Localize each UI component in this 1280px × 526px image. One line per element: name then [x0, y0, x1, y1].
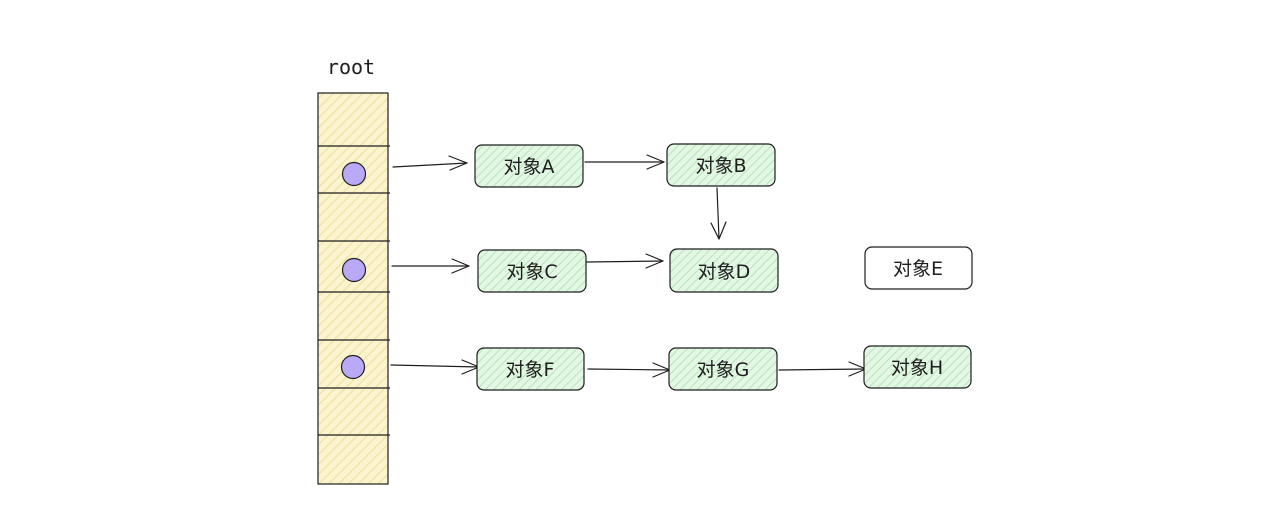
edge-b-to-d — [710, 187, 727, 240]
edge-f-to-g — [587, 362, 671, 378]
object-node-c: 对象C — [477, 249, 587, 293]
object-node-label: 对象A — [504, 156, 555, 178]
edge-root-to-a — [392, 155, 468, 171]
object-node-label: 对象D — [698, 261, 751, 283]
object-node-a: 对象A — [474, 144, 584, 188]
object-node-h: 对象H — [863, 345, 972, 389]
root-array-frame — [317, 92, 389, 485]
root-label: root — [327, 55, 375, 79]
edges — [390, 154, 867, 378]
object-node-f: 对象F — [476, 347, 585, 391]
root-pointer-5 — [340, 354, 366, 380]
object-node-label: 对象G — [697, 359, 750, 381]
edge-c-to-d — [585, 253, 664, 269]
edge-g-to-h — [778, 361, 867, 377]
root-pointer-1 — [341, 161, 367, 187]
edge-root-to-c — [391, 258, 470, 274]
object-node-e: 对象E — [864, 246, 973, 290]
object-node-b: 对象B — [666, 143, 776, 187]
object-node-label: 对象H — [891, 357, 943, 379]
object-node-label: 对象B — [695, 155, 746, 177]
object-node-d: 对象D — [669, 248, 779, 293]
edge-root-to-f — [390, 359, 480, 375]
object-node-label: 对象E — [893, 258, 943, 280]
object-node-label: 对象F — [506, 359, 555, 381]
object-node-g: 对象G — [668, 347, 778, 391]
root-array — [317, 92, 390, 485]
edge-a-to-b — [584, 154, 665, 170]
object-node-label: 对象C — [506, 261, 557, 283]
root-pointer-3 — [341, 257, 367, 283]
